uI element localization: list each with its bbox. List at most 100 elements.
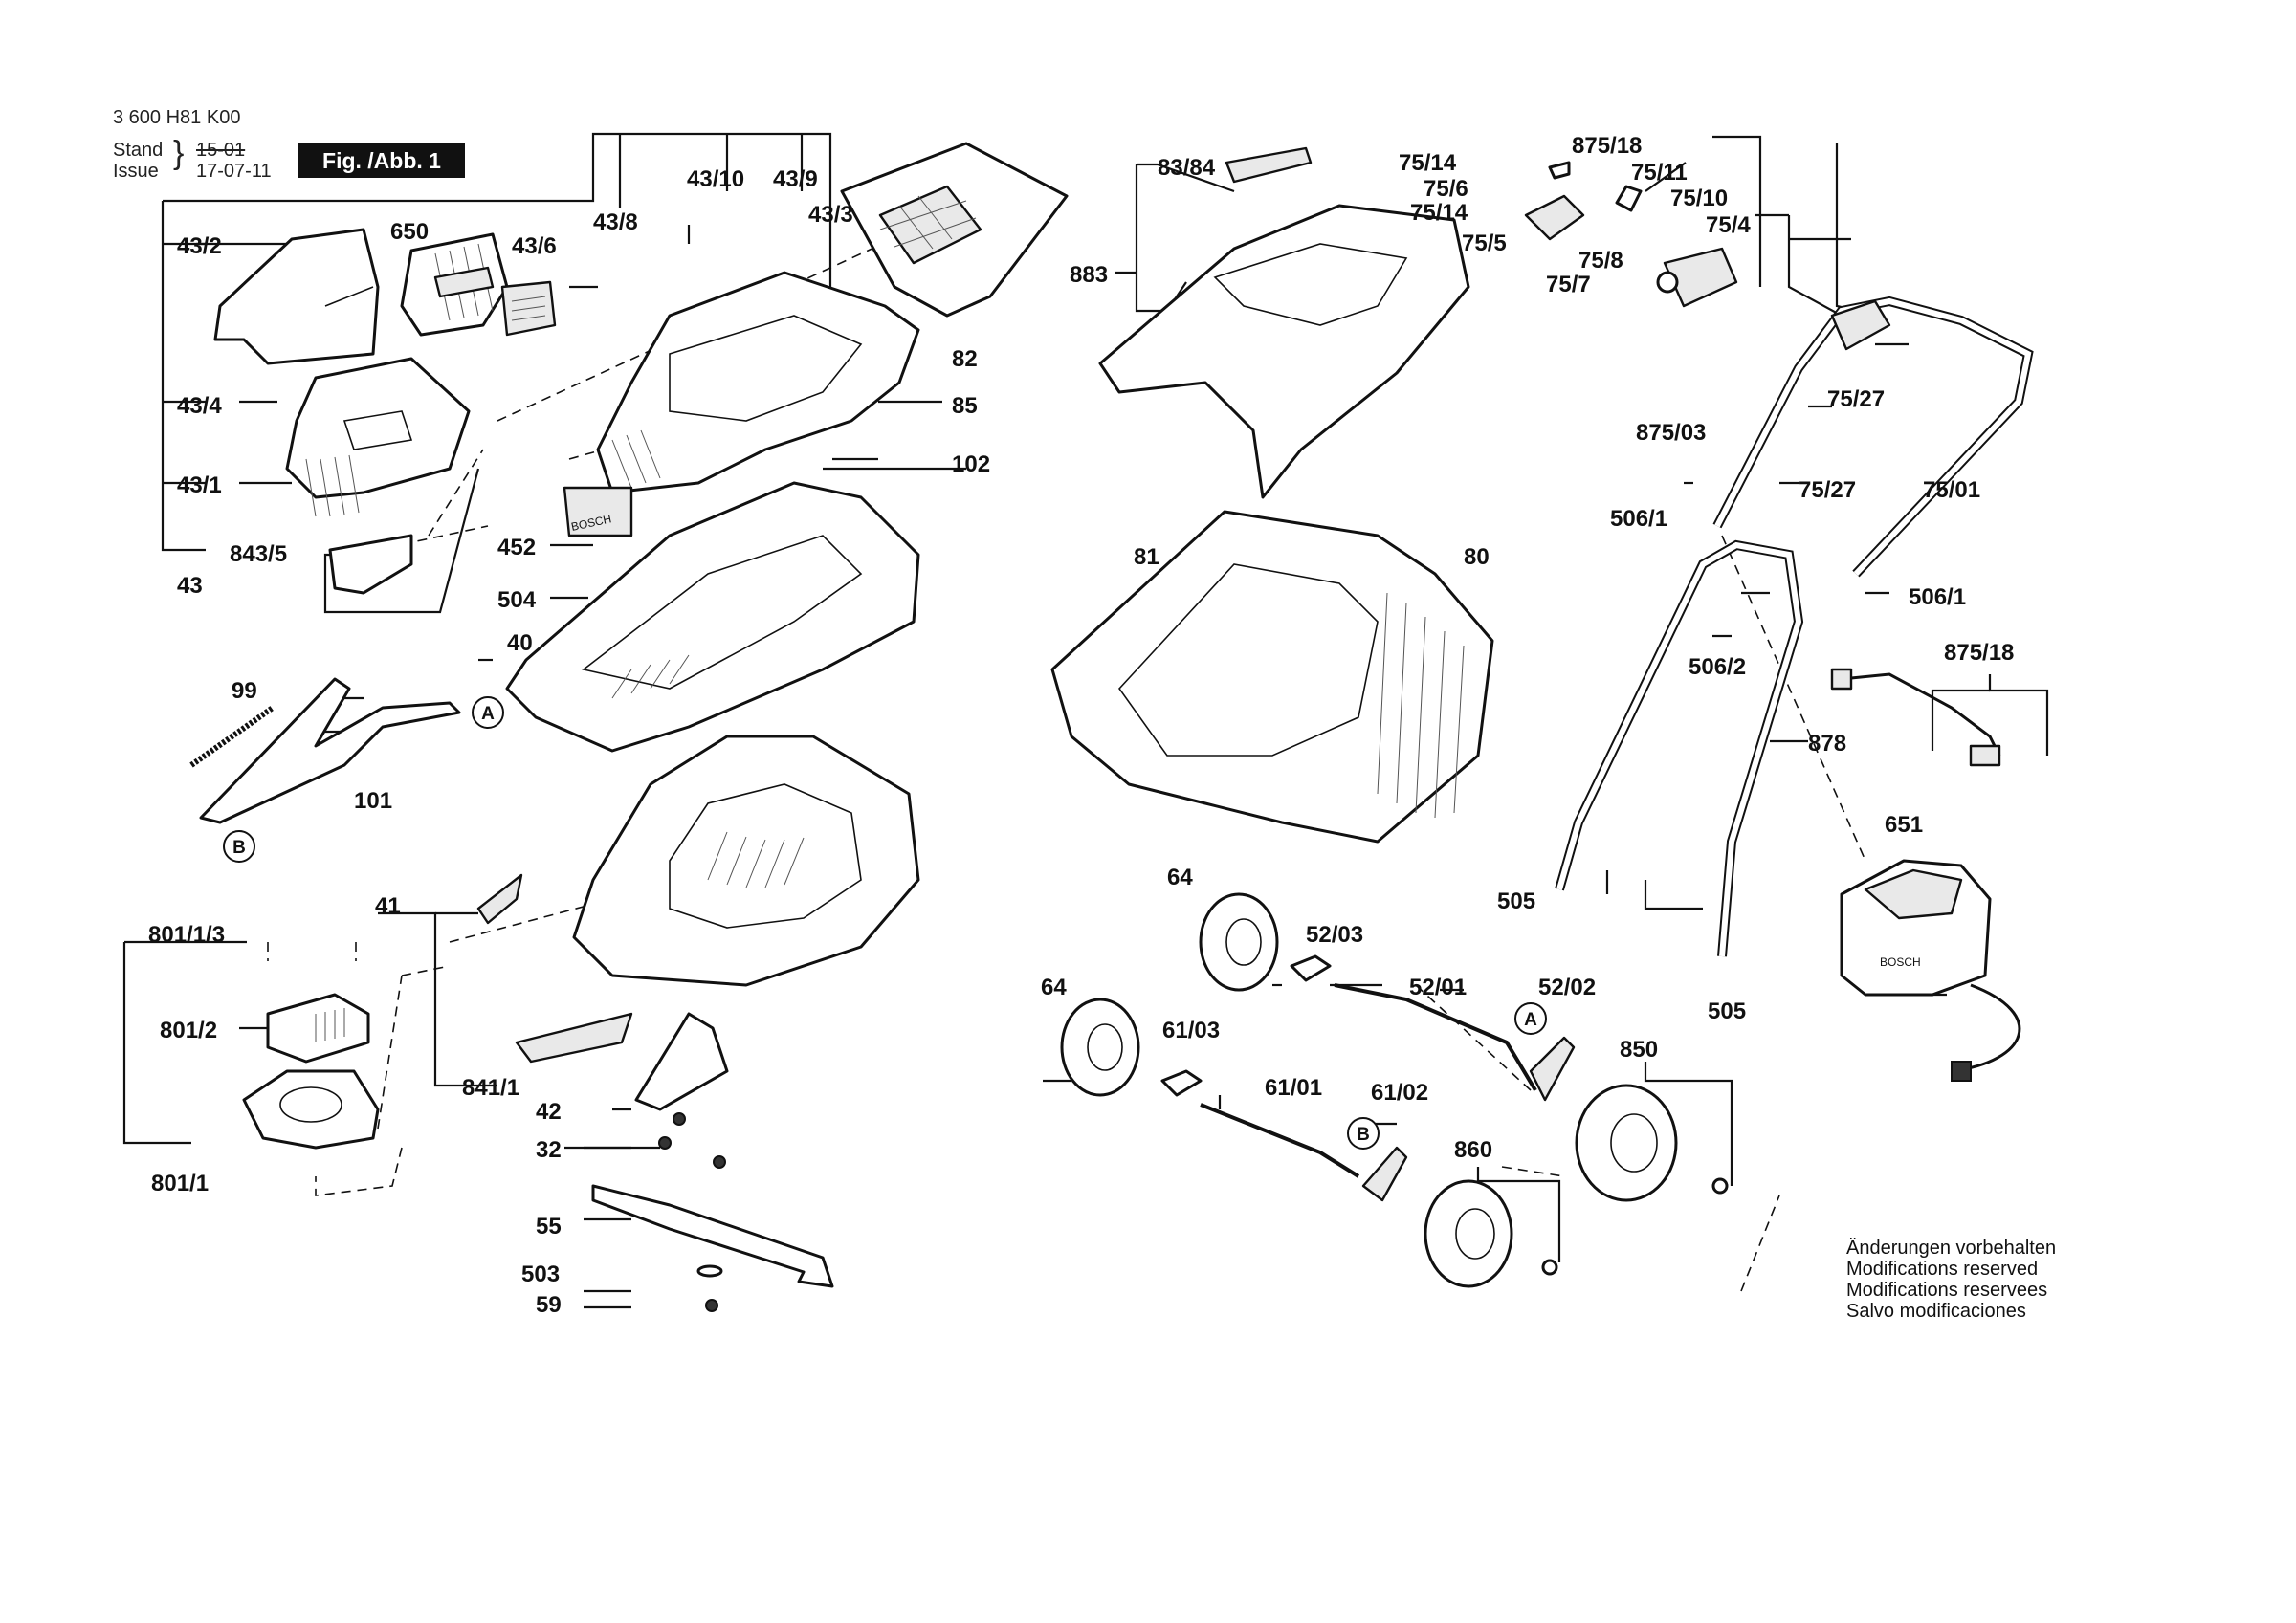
part-43-1-battery-holder bbox=[285, 357, 471, 517]
part-labels: 43/2 650 43/6 43/8 43/10 43/9 43/3 82 85… bbox=[148, 133, 2014, 1318]
label-75-5: 75/5 bbox=[1462, 230, 1507, 256]
label-850: 850 bbox=[1620, 1037, 1658, 1063]
label-505-b: 505 bbox=[1708, 998, 1746, 1024]
part-651-charger: BOSCH bbox=[1840, 859, 2021, 1082]
part-83-84-handle-grip bbox=[1225, 146, 1313, 184]
modifications-note-en: Modifications reserved bbox=[1846, 1259, 2039, 1280]
label-43-2: 43/2 bbox=[177, 233, 222, 259]
label-101: 101 bbox=[354, 788, 392, 814]
label-61-02: 61/02 bbox=[1371, 1080, 1428, 1106]
label-61-03: 61/03 bbox=[1162, 1018, 1220, 1043]
label-75-27-b: 75/27 bbox=[1799, 477, 1856, 503]
label-43-6: 43/6 bbox=[512, 233, 557, 259]
label-99: 99 bbox=[232, 678, 257, 704]
figure-title: Fig. /Abb. 1 bbox=[298, 143, 465, 178]
doc-number: 3 600 H81 K00 bbox=[113, 107, 241, 128]
label-875-18-a: 875/18 bbox=[1572, 133, 1642, 159]
modifications-note-fr: Modifications reservees bbox=[1846, 1280, 2048, 1301]
issue-label: Issue bbox=[113, 161, 159, 182]
label-82: 82 bbox=[952, 346, 978, 372]
label-52-02: 52/02 bbox=[1538, 975, 1596, 1000]
part-101-lever bbox=[199, 677, 461, 824]
issue-value: 17-07-11 bbox=[196, 161, 272, 182]
part-42-side-flap bbox=[634, 1012, 729, 1111]
label-503: 503 bbox=[521, 1261, 560, 1287]
label-40: 40 bbox=[507, 630, 533, 656]
stand-label: Stand bbox=[113, 140, 164, 161]
part-32-screws bbox=[658, 1112, 726, 1169]
label-81: 81 bbox=[1134, 544, 1159, 570]
part-843-5-latch bbox=[328, 534, 413, 595]
modifications-note-de: Änderungen vorbehalten bbox=[1846, 1238, 2057, 1259]
label-64-b: 64 bbox=[1041, 975, 1067, 1000]
label-55: 55 bbox=[536, 1214, 562, 1239]
label-41: 41 bbox=[375, 893, 401, 919]
part-axles bbox=[1160, 954, 1576, 1202]
label-85: 85 bbox=[952, 393, 978, 419]
stand-value: 15-01 bbox=[196, 140, 246, 161]
label-843-5: 843/5 bbox=[230, 541, 287, 567]
label-801-1: 801/1 bbox=[151, 1171, 209, 1196]
label-75-14-b: 75/14 bbox=[1410, 200, 1468, 226]
part-wheels bbox=[1060, 892, 1729, 1288]
part-41-deck bbox=[572, 735, 920, 987]
part-801-1-motor bbox=[242, 1069, 380, 1150]
part-55-blade bbox=[591, 1184, 834, 1288]
label-43-10: 43/10 bbox=[687, 166, 744, 192]
part-80-81-grass-box bbox=[1050, 510, 1494, 844]
label-75-7: 75/7 bbox=[1546, 272, 1591, 297]
part-43-6-battery-module bbox=[500, 280, 557, 337]
label-80: 80 bbox=[1464, 544, 1490, 570]
svg-text:B: B bbox=[232, 838, 246, 858]
part-883-grass-box-lid bbox=[1098, 204, 1470, 499]
modifications-note-es: Salvo modificaciones bbox=[1846, 1301, 2026, 1322]
part-841-1-deflectors bbox=[476, 873, 633, 1064]
label-504: 504 bbox=[497, 587, 537, 613]
callout-a-1: A bbox=[472, 696, 504, 729]
label-506-1-a: 506/1 bbox=[1610, 506, 1667, 532]
label-505-a: 505 bbox=[1497, 888, 1535, 914]
brace-icon: } bbox=[173, 135, 185, 171]
charger-logo: BOSCH bbox=[1880, 955, 1921, 969]
label-43: 43 bbox=[177, 573, 203, 599]
label-75-8: 75/8 bbox=[1578, 248, 1623, 274]
part-875-18-cable bbox=[1830, 668, 2001, 767]
part-650-battery bbox=[400, 232, 509, 337]
part-875-03-upper-handle bbox=[1712, 296, 2034, 578]
label-43-4: 43/4 bbox=[177, 393, 222, 419]
label-42: 42 bbox=[536, 1099, 562, 1125]
label-452: 452 bbox=[497, 535, 536, 560]
label-875-03: 875/03 bbox=[1636, 420, 1706, 446]
label-61-01: 61/01 bbox=[1265, 1075, 1322, 1101]
part-99-spring bbox=[189, 705, 275, 768]
label-506-1-b: 506/1 bbox=[1909, 584, 1966, 610]
callout-a-2: A bbox=[1514, 1002, 1547, 1035]
callout-b-2: B bbox=[1347, 1117, 1380, 1150]
svg-text:A: A bbox=[1524, 1010, 1537, 1030]
label-43-3: 43/3 bbox=[808, 202, 853, 228]
label-43-9: 43/9 bbox=[773, 166, 818, 192]
label-801-2: 801/2 bbox=[160, 1018, 217, 1043]
svg-text:A: A bbox=[481, 704, 495, 724]
label-875-18-b: 875/18 bbox=[1944, 640, 2014, 666]
label-52-03: 52/03 bbox=[1306, 922, 1363, 948]
label-43-1: 43/1 bbox=[177, 472, 222, 498]
label-32: 32 bbox=[536, 1137, 562, 1163]
label-651: 651 bbox=[1885, 812, 1923, 838]
label-75-01: 75/01 bbox=[1923, 477, 1980, 503]
label-75-11: 75/11 bbox=[1631, 160, 1688, 186]
label-860: 860 bbox=[1454, 1137, 1492, 1163]
label-52-01: 52/01 bbox=[1409, 975, 1467, 1000]
label-59: 59 bbox=[536, 1292, 562, 1318]
label-75-10: 75/10 bbox=[1670, 186, 1728, 211]
label-102: 102 bbox=[952, 451, 990, 477]
label-43-8: 43/8 bbox=[593, 209, 638, 235]
part-82-cover-lid bbox=[840, 142, 1069, 318]
part-75-switch-housing bbox=[1524, 161, 1738, 308]
label-75-4: 75/4 bbox=[1706, 212, 1751, 238]
part-503-59-blade-fasteners bbox=[696, 1264, 723, 1312]
label-801-1-3: 801/1/3 bbox=[148, 922, 225, 948]
label-841-1: 841/1 bbox=[462, 1075, 519, 1101]
part-40-chassis bbox=[505, 481, 920, 753]
